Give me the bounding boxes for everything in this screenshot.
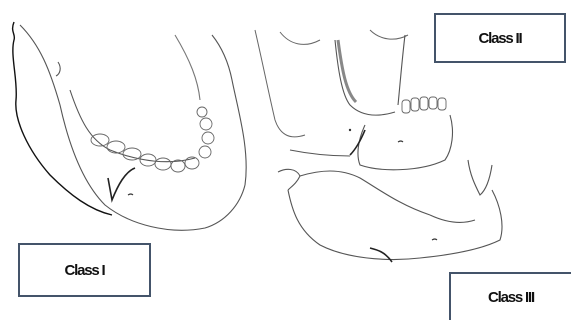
class-3-condyle bbox=[278, 169, 300, 190]
skull-outline-stroke bbox=[13, 22, 112, 215]
class-2-teeth bbox=[402, 97, 446, 113]
class-3-label-box: Class III bbox=[449, 272, 571, 320]
class-3-ramus-outline bbox=[288, 190, 420, 259]
class-2-label: Class II bbox=[479, 30, 522, 47]
class-3-label: Class III bbox=[488, 289, 534, 306]
class-3-mental-foramen bbox=[432, 239, 437, 240]
class-1-mental-foramen bbox=[128, 194, 133, 195]
class-1-molar-socket bbox=[56, 62, 60, 76]
class-1-body-outline bbox=[212, 35, 246, 185]
class-3-anterior bbox=[468, 160, 492, 195]
class-3-inner-ridge bbox=[430, 215, 475, 222]
class-2-label-box: Class II bbox=[434, 13, 566, 63]
class-1-mandible bbox=[20, 25, 246, 230]
class-2-ramus-shadow bbox=[338, 40, 356, 102]
class-1-tongue-outline bbox=[175, 35, 200, 100]
class-3-mandible bbox=[278, 160, 502, 262]
class-3-body-outline bbox=[420, 190, 502, 258]
class-2-mandible bbox=[290, 35, 452, 170]
cranium-fragments bbox=[255, 30, 408, 137]
class-1-teeth bbox=[91, 107, 214, 172]
center-dot bbox=[349, 129, 351, 131]
class-1-label: Class I bbox=[65, 262, 105, 279]
class-2-lower-border bbox=[290, 150, 350, 156]
class-1-inner-ridge bbox=[70, 90, 195, 162]
class-1-fracture-line bbox=[108, 168, 135, 200]
class-3-coronoid bbox=[300, 171, 430, 215]
class-2-posterior-border bbox=[398, 35, 405, 105]
class-2-mental-foramen bbox=[398, 141, 403, 142]
class-2-body-outline bbox=[358, 115, 453, 170]
class-1-label-box: Class I bbox=[18, 243, 151, 297]
